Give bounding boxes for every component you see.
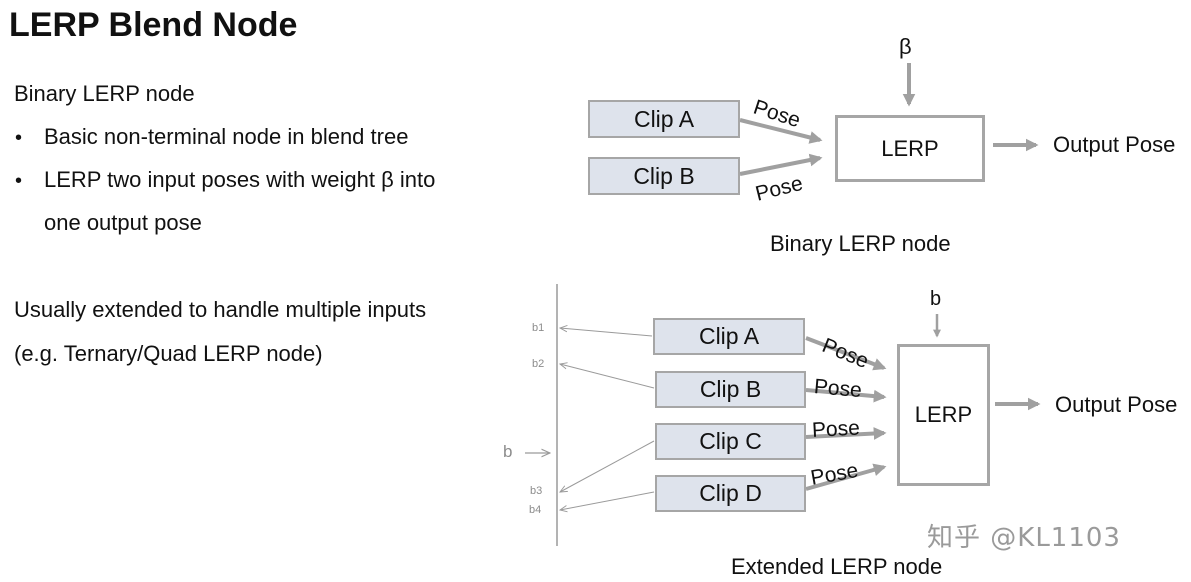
pose-label: Pose xyxy=(811,416,861,442)
section2-line-1: Usually extended to handle multiple inpu… xyxy=(14,297,427,322)
clip-c-box: Clip C xyxy=(655,423,806,460)
output-pose-label: Output Pose xyxy=(1053,132,1176,157)
axis-tick-b1: b1 xyxy=(532,322,545,334)
beta-weight-label: β xyxy=(899,34,912,59)
page-title: LERP Blend Node xyxy=(9,6,298,44)
pose-label: Pose xyxy=(813,375,863,403)
clip-a-box: Clip A xyxy=(653,318,805,355)
bullet-dot: • xyxy=(15,127,23,149)
b-weight-label: b xyxy=(930,288,942,310)
clip-a-box: Clip A xyxy=(588,100,740,138)
binary-caption: Binary LERP node xyxy=(770,231,951,256)
axis-tick-b3: b3 xyxy=(530,485,543,497)
axis-input-label: b xyxy=(503,442,513,461)
bullet-text-2: LERP two input poses with weight β into xyxy=(44,167,436,192)
bullet-text-1: Basic non-terminal node in blend tree xyxy=(44,124,409,149)
bullet-text-2-cont: one output pose xyxy=(44,210,202,235)
axis-tick-b4: b4 xyxy=(529,504,542,516)
clip-b-box: Clip B xyxy=(588,157,740,195)
arrow-clip-d-to-b4 xyxy=(560,491,655,510)
arrow-clip-a-to-b1 xyxy=(560,328,653,337)
arrow-clip-a-to-lerp xyxy=(805,336,887,371)
lerp-node: LERP xyxy=(835,115,985,182)
arrow-clip-b-to-b2 xyxy=(560,364,655,389)
bullet-dot: • xyxy=(15,170,23,192)
arrow-clip-a-to-lerp xyxy=(739,118,823,144)
lerp-node: LERP xyxy=(897,344,990,486)
axis-tick-b2: b2 xyxy=(532,358,545,370)
arrow-clip-d-to-lerp xyxy=(805,463,887,491)
arrow-clip-b-to-lerp xyxy=(739,153,823,176)
section2-line-2: (e.g. Ternary/Quad LERP node) xyxy=(14,341,323,366)
clip-d-box: Clip D xyxy=(655,475,806,512)
output-pose-label: Output Pose xyxy=(1055,392,1178,417)
arrow-clip-c-to-b3 xyxy=(560,440,655,492)
section1-heading: Binary LERP node xyxy=(14,81,195,106)
zhihu-watermark: 知乎 @KL1103 xyxy=(927,523,1121,553)
arrow-clip-b-to-lerp xyxy=(805,388,887,403)
arrow-clip-c-to-lerp xyxy=(805,427,887,440)
extended-caption: Extended LERP node xyxy=(731,554,943,579)
clip-b-box: Clip B xyxy=(655,371,806,408)
